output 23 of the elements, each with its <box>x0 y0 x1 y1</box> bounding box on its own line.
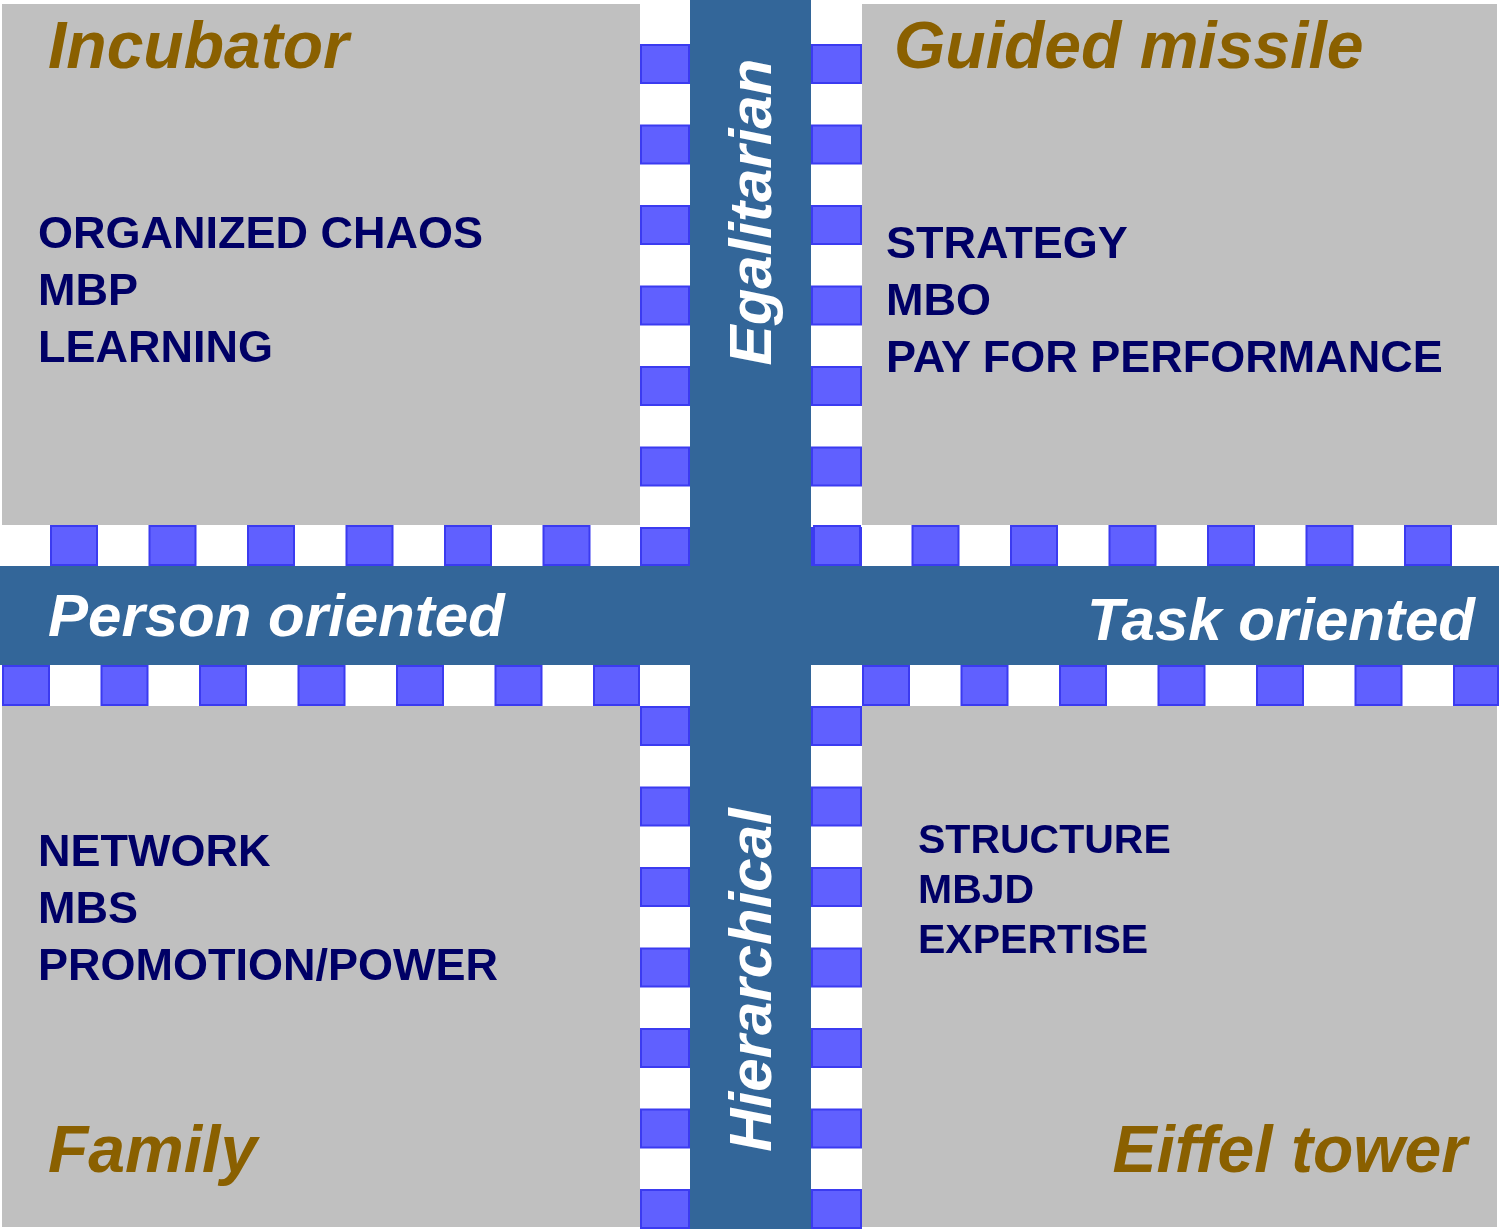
horizontal-axis-band <box>0 566 1499 665</box>
axis-label: Hierarchical <box>720 808 781 1152</box>
axis-label: Egalitarian <box>720 58 781 366</box>
quadrant-item: MBJD <box>918 865 1036 914</box>
quadrant-item: PAY FOR PERFORMANCE <box>886 330 1443 384</box>
quadrant-item: PROMOTION/POWER <box>38 938 498 992</box>
quadrant-item: MBS <box>38 881 139 935</box>
quadrant-item: ORGANIZED CHAOS <box>38 206 483 260</box>
quadrant-item: STRATEGY <box>886 216 1129 270</box>
axis-label: Person oriented <box>48 586 505 646</box>
quadrant-panel <box>2 706 640 1227</box>
quadrant-title: Guided missile <box>894 12 1364 78</box>
quadrant-panel <box>2 4 640 525</box>
quadrant-item: NETWORK <box>38 824 272 878</box>
quadrant-item: LEARNING <box>38 320 274 374</box>
quadrant-panel <box>862 4 1497 525</box>
quadrant-item: MBP <box>38 263 139 317</box>
quadrant-item: STRUCTURE <box>918 815 1171 864</box>
axis-label: Task oriented <box>1087 590 1475 650</box>
quadrant-item: MBO <box>886 273 992 327</box>
vertical-axis-band <box>690 0 811 1229</box>
quadrant-panel <box>862 706 1497 1227</box>
quadrant-item: EXPERTISE <box>918 915 1150 964</box>
